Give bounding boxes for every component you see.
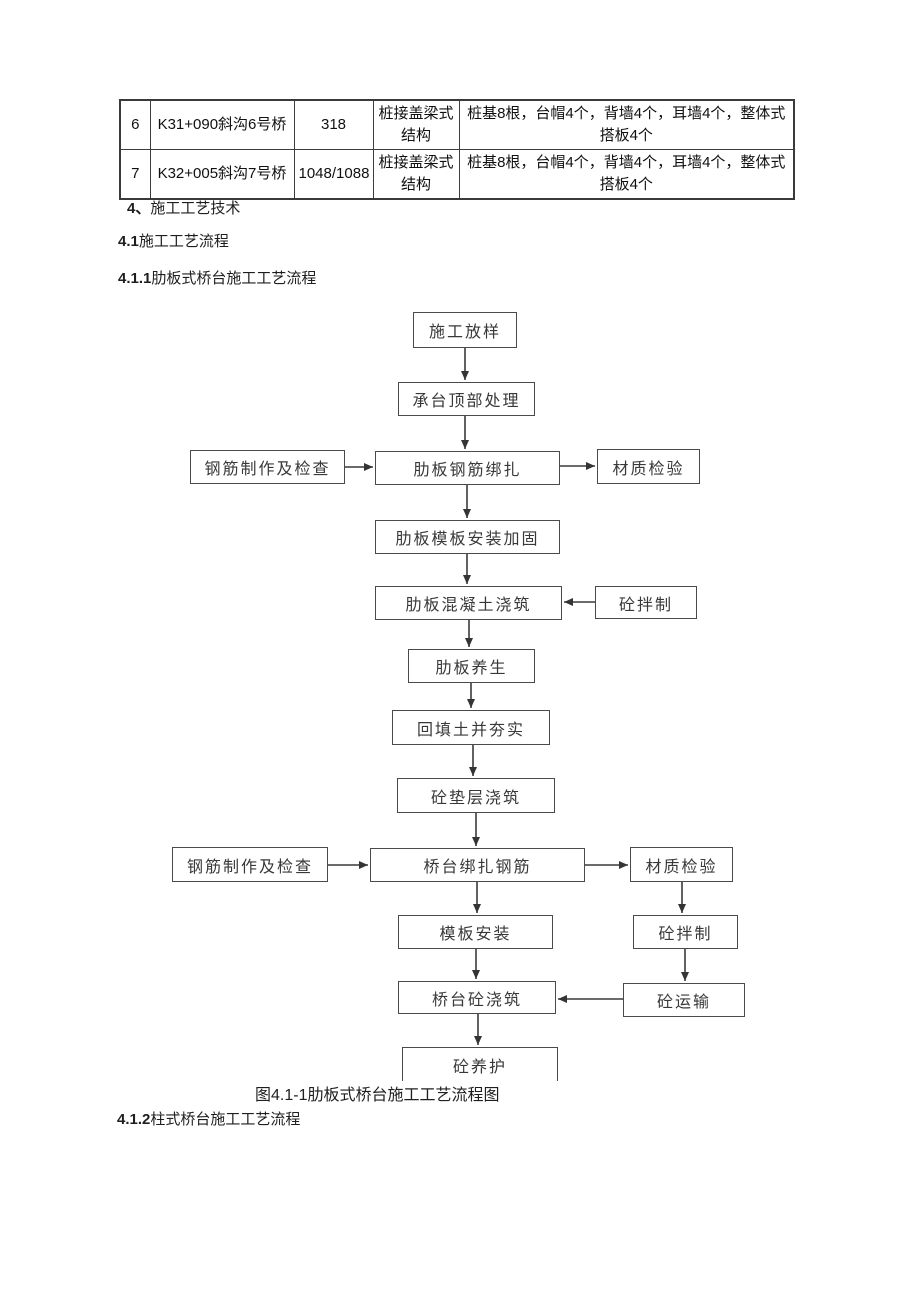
flow-node-rib-rebar-tying: 肋板钢筋绑扎 (375, 451, 560, 485)
flow-node-material-inspection-1: 材质检验 (597, 449, 700, 484)
heading-number: 4.1 (118, 233, 139, 250)
flow-node-concrete-mixing-1: 砼拌制 (595, 586, 697, 619)
cell-span-value: 1048/1088 (293, 149, 374, 199)
flow-node-material-inspection-2: 材质检验 (630, 847, 733, 882)
bridge-summary-table: 6 K31+090斜沟6号桥 318 桩接盖梁式结构 桩基8根，台帽4个，背墙4… (119, 99, 795, 200)
heading-number: 4.1.1 (118, 270, 152, 287)
heading-text: 柱式桥台施工工艺流程 (150, 1111, 301, 1128)
heading-text: 施工工艺技术 (150, 200, 241, 217)
flow-node-cap-top-treatment: 承台顶部处理 (398, 382, 535, 416)
table-row: 6 K31+090斜沟6号桥 318 桩接盖梁式结构 桩基8根，台帽4个，背墙4… (119, 99, 795, 150)
flow-node-cushion-pouring: 砼垫层浇筑 (397, 778, 555, 813)
cell-components-desc: 桩基8根，台帽4个，背墙4个，耳墙4个，整体式搭板4个 (458, 149, 795, 199)
flow-node-backfill-compaction: 回填土并夯实 (392, 710, 550, 745)
cell-structure-type: 桩接盖梁式结构 (372, 99, 460, 150)
flow-node-construction-layout: 施工放样 (413, 312, 517, 348)
heading-number: 4、 (127, 200, 151, 217)
flow-node-concrete-curing: 砼养护 (402, 1047, 558, 1081)
flow-node-rebar-fabrication-inspection-2: 钢筋制作及检查 (172, 847, 328, 882)
cell-components-desc: 桩基8根，台帽4个，背墙4个，耳墙4个，整体式搭板4个 (458, 99, 795, 150)
figure-caption: 图4.1-1肋板式桥台施工工艺流程图 (255, 1087, 500, 1104)
cell-row-number: 7 (119, 149, 151, 199)
flow-node-formwork-install: 模板安装 (398, 915, 553, 949)
flow-node-abutment-rebar-tying: 桥台绑扎钢筋 (370, 848, 585, 882)
cell-structure-type: 桩接盖梁式结构 (372, 149, 460, 199)
section-heading-4-1: 4.1施工工艺流程 (118, 230, 229, 251)
flow-node-concrete-transport: 砼运输 (623, 983, 745, 1017)
cell-bridge-name: K32+005斜沟7号桥 (149, 149, 295, 199)
section-heading-4-1-1: 4.1.1肋板式桥台施工工艺流程 (118, 267, 316, 288)
section-heading-4: 4、施工工艺技术 (127, 197, 240, 218)
flow-node-rib-concrete-pouring: 肋板混凝土浇筑 (375, 586, 562, 620)
flow-node-rib-formwork-install: 肋板模板安装加固 (375, 520, 560, 554)
table-row: 7 K32+005斜沟7号桥 1048/1088 桩接盖梁式结构 桩基8根，台帽… (119, 149, 795, 199)
cell-bridge-name: K31+090斜沟6号桥 (149, 99, 295, 150)
heading-number: 4.1.2 (117, 1111, 151, 1128)
cell-row-number: 6 (119, 99, 151, 150)
section-heading-4-1-2: 4.1.2柱式桥台施工工艺流程 (117, 1108, 300, 1129)
flow-node-rib-curing: 肋板养生 (408, 649, 535, 683)
heading-text: 肋板式桥台施工工艺流程 (151, 270, 317, 287)
flow-node-concrete-mixing-2: 砼拌制 (633, 915, 738, 949)
cell-span-value: 318 (293, 99, 374, 150)
flow-node-rebar-fabrication-inspection-1: 钢筋制作及检查 (190, 450, 345, 484)
flow-node-abutment-concrete-pouring: 桥台砼浇筑 (398, 981, 556, 1014)
heading-text: 施工工艺流程 (138, 233, 229, 250)
